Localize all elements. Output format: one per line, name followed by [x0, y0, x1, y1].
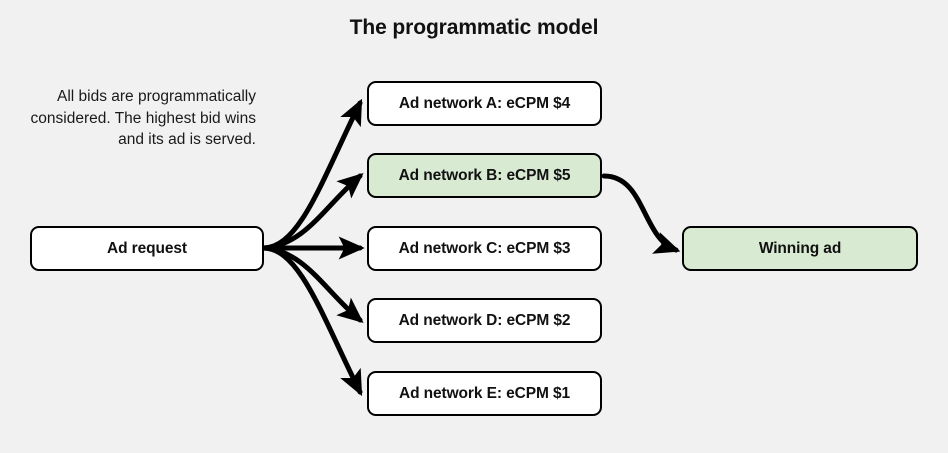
node-ad-request-label: Ad request	[107, 239, 187, 257]
arrow-request-to-network-a	[261, 98, 363, 251]
description-text: All bids are programmatically considered…	[30, 88, 256, 148]
node-winning-ad-label: Winning ad	[758, 239, 842, 257]
node-ad-network-e-label: Ad network E: eCPM $1	[398, 384, 571, 402]
node-ad-network-d-label: Ad network D: eCPM $2	[398, 311, 571, 329]
node-ad-network-a-label: Ad network A: eCPM $4	[398, 94, 571, 112]
arrow-request-to-network-e	[261, 245, 363, 397]
page-title: The programmatic model	[349, 16, 599, 39]
arrow-network-b-to-winning-ad	[601, 173, 681, 254]
arrow-request-to-network-b	[261, 172, 364, 251]
node-ad-request[interactable]: Ad request	[30, 226, 264, 271]
node-ad-network-b-label: Ad network B: eCPM $5	[398, 166, 571, 184]
node-ad-network-b[interactable]: Ad network B: eCPM $5	[367, 153, 602, 198]
arrow-request-to-network-d	[261, 245, 364, 323]
node-ad-network-a[interactable]: Ad network A: eCPM $4	[367, 81, 602, 126]
node-ad-network-d[interactable]: Ad network D: eCPM $2	[367, 298, 602, 343]
node-winning-ad[interactable]: Winning ad	[682, 226, 918, 271]
node-ad-network-c-label: Ad network C: eCPM $3	[398, 239, 571, 257]
node-ad-network-e[interactable]: Ad network E: eCPM $1	[367, 371, 602, 416]
node-ad-network-c[interactable]: Ad network C: eCPM $3	[367, 226, 602, 271]
